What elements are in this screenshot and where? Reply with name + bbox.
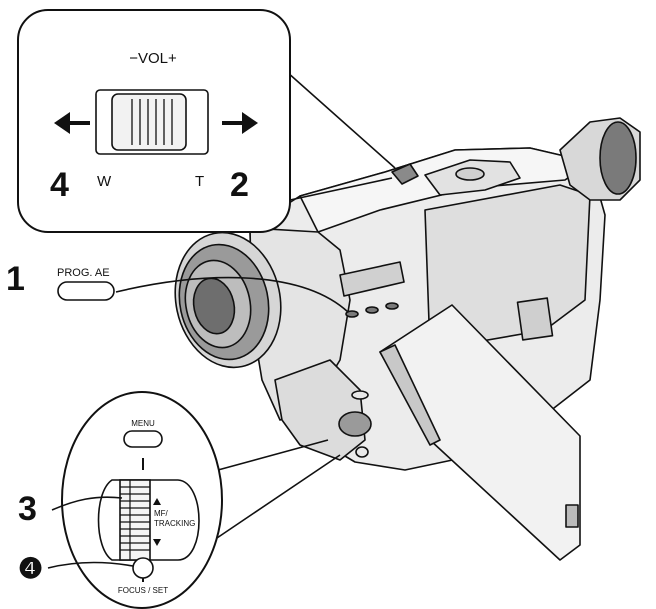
menu-callout: MENU MF/ TRACKING 3 FOCUS / SET ❹ — [18, 391, 341, 609]
focus-set-button — [132, 557, 154, 579]
top-dial — [455, 167, 485, 181]
arrow-right-icon — [222, 112, 258, 134]
focus-step-leader — [47, 561, 134, 569]
volume-title: −VOL+ — [129, 50, 177, 67]
prog-ae-button — [345, 310, 359, 318]
body-dial — [338, 411, 372, 437]
prog-ae-step: 1 — [6, 260, 25, 298]
dial-step-leader — [51, 496, 123, 511]
volume-right-step: 2 — [230, 166, 249, 204]
focus-step: ❹ — [18, 553, 43, 584]
prog-ae-label: PROG. AE — [57, 267, 110, 279]
menu-button — [123, 430, 163, 448]
volume-left-step: 4 — [50, 166, 69, 204]
arrow-left-icon — [54, 112, 90, 134]
grip — [274, 359, 366, 461]
volume-right-letter: T — [195, 173, 204, 190]
zoom-lever-knob — [111, 93, 187, 151]
volume-callout: −VOL+ 4 W T 2 — [17, 9, 396, 233]
dial-label-line2: TRACKING — [154, 519, 195, 528]
menu-connector-bottom — [213, 454, 341, 541]
front-lcd — [339, 261, 405, 297]
front-button-3 — [385, 302, 399, 310]
dial-up-arrow-icon — [153, 498, 161, 505]
dial-label-line1: MF/ — [154, 509, 169, 518]
body-menu-button — [351, 390, 369, 400]
speaker-grill — [516, 297, 554, 341]
focus-set-label: FOCUS / SET — [118, 586, 168, 595]
lcd-tab — [565, 504, 579, 528]
front-button-2 — [365, 306, 379, 314]
dial-ridges — [120, 480, 150, 560]
prog-ae-leader-line — [115, 276, 349, 313]
dial-step: 3 — [18, 490, 37, 528]
prog-ae-callout: 1 PROG. AE — [6, 260, 349, 313]
menu-label: MENU — [131, 419, 155, 428]
volume-connector-bottom — [289, 177, 393, 201]
menu-connector-top — [217, 439, 329, 471]
dial-down-arrow-icon — [153, 539, 161, 546]
volume-connector-top — [277, 63, 396, 169]
zoom-lever — [391, 163, 419, 185]
camcorder — [174, 117, 641, 561]
eyepiece-cup — [599, 121, 637, 195]
volume-left-letter: W — [97, 173, 112, 190]
lcd-monitor-edge — [379, 344, 441, 446]
zoom-lever-ridges — [131, 99, 173, 145]
dial-wheel — [119, 479, 151, 561]
body-focus-button — [355, 446, 369, 458]
prog-ae-button-callout — [57, 281, 115, 301]
